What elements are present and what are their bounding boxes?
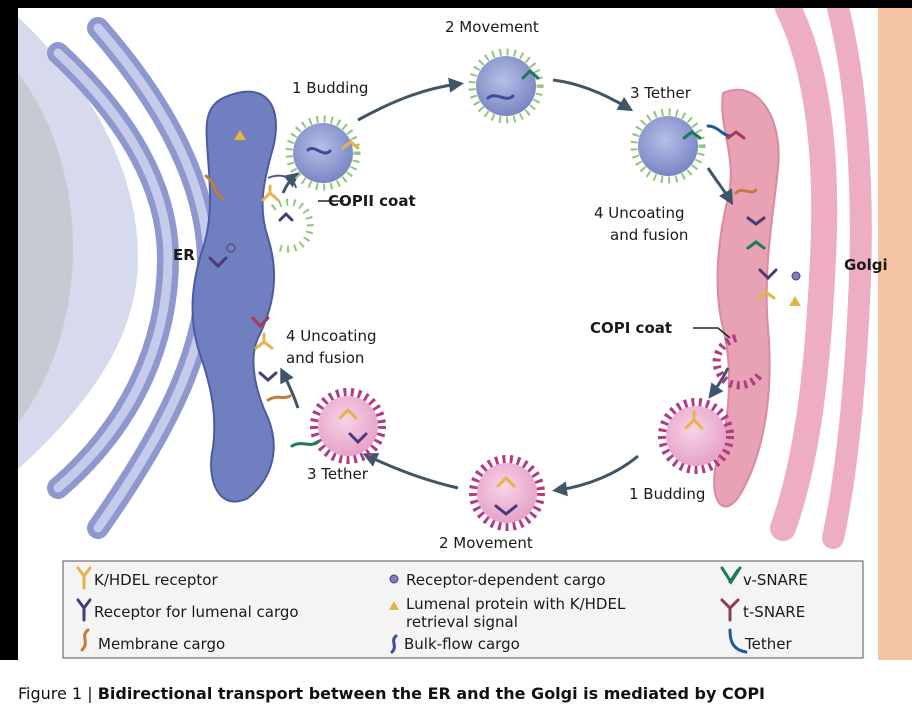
membrane-cargo-icon [80, 628, 90, 652]
receptor-dependent-cargo-icon [389, 574, 399, 584]
top-budding-label: 1 Budding [292, 79, 368, 97]
v-snare-icon [720, 566, 742, 585]
legend-membrane-cargo-text: Membrane cargo [98, 635, 225, 653]
top-uncoating-label-2: and fusion [610, 226, 688, 244]
er-label: ER [173, 246, 195, 264]
golgi-label: Golgi [844, 256, 888, 274]
legend-lumenal-protein-text-2: retrieval signal [406, 613, 518, 631]
legend-bulk-flow-cargo-text: Bulk-flow cargo [404, 635, 520, 653]
bottom-budding-label: 1 Budding [629, 485, 705, 503]
membrane-molecules [204, 68, 778, 516]
legend-receptor-dependent-cargo-text: Receptor-dependent cargo [406, 571, 606, 589]
nucleus-region [18, 17, 220, 539]
top-uncoating-label-1: 4 Uncoating [594, 204, 685, 222]
lumenal-receptor-icon [76, 598, 92, 622]
tether-icon [728, 628, 748, 654]
bulk-flow-cargo-icon [390, 634, 398, 654]
copi-coat-patch [712, 334, 764, 390]
legend-membrane-cargo: Membrane cargo [80, 628, 225, 653]
er-membrane [191, 90, 297, 503]
tethered-copi-vesicle [310, 388, 386, 464]
copi-vesicles [310, 334, 764, 531]
tethered-copii-vesicle [630, 108, 706, 184]
moving-copii-vesicle [468, 48, 544, 124]
bottom-tether-label: 3 Tether [307, 465, 369, 483]
kdel-receptor-icon [76, 566, 92, 590]
legend-tether: Tether [728, 628, 792, 654]
diagram-labels: ER Golgi COPII coat COPI coat 1 Budding … [173, 18, 888, 552]
caption-title: Bidirectional transport between the ER a… [97, 684, 766, 703]
legend-receptor-dependent-cargo: Receptor-dependent cargo [389, 571, 606, 589]
legend-bulk-flow-cargo: Bulk-flow cargo [390, 634, 520, 654]
legend-lumenal-receptor: Receptor for lumenal cargo [76, 598, 299, 622]
top-movement-label: 2 Movement [445, 18, 539, 36]
copii-coat-patch [270, 198, 314, 253]
legend-kdel-receptor-text: K/HDEL receptor [94, 571, 218, 589]
lumenal-protein-icon [389, 601, 399, 610]
budding-copi-vesicle [658, 398, 734, 474]
transport-diagram: ER Golgi COPII coat COPI coat 1 Budding … [18, 8, 912, 660]
bottom-uncoating-label-2: and fusion [286, 349, 364, 367]
small-cargo-dots [226, 130, 801, 306]
diagram-panel: ER Golgi COPII coat COPI coat 1 Budding … [18, 8, 912, 660]
moving-copi-vesicle [469, 455, 545, 531]
bottom-uncoating-label-1: 4 Uncoating [286, 327, 377, 345]
copii-coat-label: COPII coat [328, 192, 416, 210]
golgi-region [713, 8, 912, 660]
legend-t-snare: t-SNARE [720, 598, 805, 622]
legend-lumenal-protein: Lumenal protein with K/HDEL retrieval si… [389, 595, 626, 631]
bottom-movement-label: 2 Movement [439, 534, 533, 552]
transport-arrows [280, 77, 733, 497]
legend-v-snare-text: v-SNARE [743, 571, 808, 589]
caption-prefix: Figure 1 | [18, 684, 98, 703]
figure-caption: Figure 1 | Bidirectional transport betwe… [18, 683, 765, 705]
caption-area [0, 660, 912, 705]
legend-t-snare-text: t-SNARE [743, 603, 805, 621]
label-leaders [318, 200, 731, 339]
legend: K/HDEL receptor Receptor for lumenal car… [62, 560, 864, 659]
t-snare-icon [720, 598, 740, 622]
copi-coat-label: COPI coat [590, 319, 672, 337]
legend-v-snare: v-SNARE [720, 566, 808, 589]
legend-kdel-receptor: K/HDEL receptor [76, 566, 218, 590]
legend-lumenal-protein-text-1: Lumenal protein with K/HDEL [406, 595, 626, 613]
legend-lumenal-receptor-text: Receptor for lumenal cargo [94, 603, 299, 621]
top-tether-label: 3 Tether [630, 84, 692, 102]
legend-tether-text: Tether [744, 635, 792, 653]
